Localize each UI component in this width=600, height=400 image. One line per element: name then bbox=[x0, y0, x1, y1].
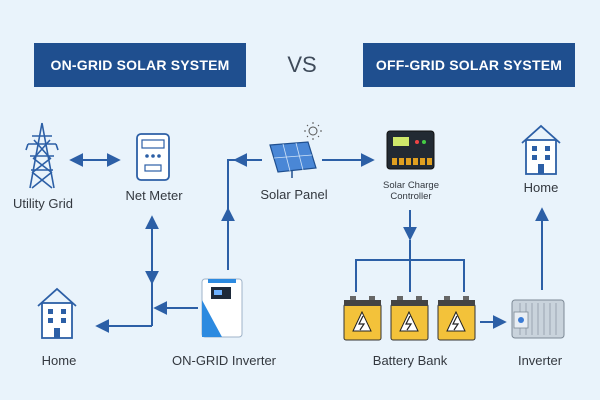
battery-warning-icon bbox=[343, 296, 382, 341]
battery-bank bbox=[343, 296, 476, 341]
battery-warning-icon bbox=[437, 296, 476, 341]
net-meter-label: Net Meter bbox=[125, 188, 183, 203]
solar-panel-label: Solar Panel bbox=[260, 187, 328, 202]
house-icon bbox=[521, 124, 561, 175]
inverter-label: Inverter bbox=[517, 353, 563, 368]
off-grid-title: OFF-GRID SOLAR SYSTEM bbox=[363, 43, 575, 87]
charge-controller-icon bbox=[386, 130, 435, 170]
vs-label: VS bbox=[287, 52, 317, 77]
battery-warning-icon bbox=[390, 296, 429, 341]
on-grid-inverter-label: ON-GRID Inverter bbox=[171, 353, 276, 368]
on-grid-title: ON-GRID SOLAR SYSTEM bbox=[34, 43, 246, 87]
home-right-label: Home bbox=[523, 180, 559, 195]
home-left-label: Home bbox=[41, 353, 77, 368]
meter-icon bbox=[136, 133, 170, 181]
charge-controller-label-line1: Solar Charge bbox=[383, 180, 439, 191]
transmission-tower-icon bbox=[25, 122, 59, 189]
inverter-box-icon bbox=[511, 299, 565, 339]
house-icon bbox=[37, 287, 77, 339]
battery-bank-label: Battery Bank bbox=[372, 353, 448, 368]
charge-controller-label-line2: Controller bbox=[390, 191, 432, 202]
solar-panel-icon bbox=[269, 141, 317, 178]
connectors bbox=[69, 153, 549, 333]
sun-icon bbox=[304, 122, 322, 140]
panel-to-inverter-line bbox=[227, 159, 262, 270]
inverter-icon bbox=[201, 278, 243, 338]
utility-grid-label: Utility Grid bbox=[13, 196, 73, 211]
